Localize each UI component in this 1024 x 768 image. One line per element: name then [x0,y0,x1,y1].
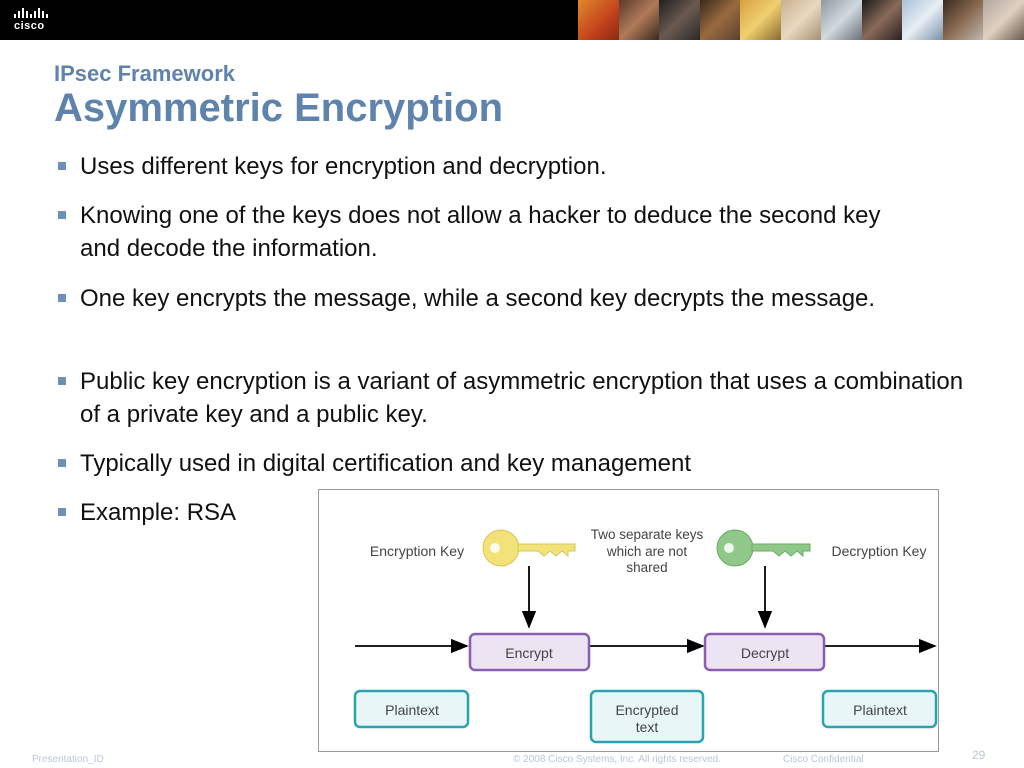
cisco-logo-text: cisco [14,20,45,32]
slide-title: Asymmetric Encryption [54,86,504,130]
encrypted-text-line-1: Encrypted [615,702,678,718]
encrypt-box: Encrypt [468,632,591,672]
header-photo [740,0,781,40]
header-photo [699,0,741,40]
header-photo [578,0,619,40]
plaintext-output-label: Plaintext [853,702,907,718]
header-photo [780,0,822,40]
square-bullet-icon [58,162,66,170]
header-photo [902,0,943,40]
encrypt-label: Encrypt [505,645,553,661]
bullet-item: One key encrypts the message, while a se… [56,282,910,315]
header-photo [942,0,984,40]
bullet-item: Uses different keys for encryption and d… [56,150,607,183]
bullet-item: Public key encryption is a variant of as… [56,365,980,431]
footer-presentation-id: Presentation_ID [32,754,104,765]
slide-subtitle: IPsec Framework [54,61,235,86]
square-bullet-icon [58,508,66,516]
square-bullet-icon [58,294,66,302]
bullet-text: Knowing one of the keys does not allow a… [80,202,881,262]
encryption-key-label: Encryption Key [370,543,464,559]
page-number: 29 [972,748,986,762]
plaintext-output-box: Plaintext [821,689,938,729]
bullet-text: One key encrypts the message, while a se… [80,285,876,312]
key-note-line-2: which are not [606,544,688,559]
key-note-line-3: shared [626,560,667,575]
header-bar: cisco [0,0,1024,40]
square-bullet-icon [58,459,66,467]
encryption-key-icon [482,529,576,567]
header-photo [618,0,660,40]
bullet-item: Example: RSA [56,496,236,529]
square-bullet-icon [58,377,66,385]
footer-copyright: © 2008 Cisco Systems, Inc. All rights re… [513,754,722,765]
decrypt-label: Decrypt [741,645,789,661]
asymmetric-encryption-diagram: Encryption Key Decryption Key Two separa… [318,489,939,752]
header-photo-strip [578,0,1024,40]
header-photo [861,0,903,40]
plaintext-input-box: Plaintext [353,689,470,729]
diagram-canvas: Encryption Key Decryption Key Two separa… [353,527,938,744]
bullet-item: Knowing one of the keys does not allow a… [56,199,900,265]
bullet-item: Typically used in digital certification … [56,447,691,480]
decryption-key-icon [716,529,811,567]
header-photo [821,0,862,40]
key-note-line-1: Two separate keys [591,527,704,542]
footer-confidential: Cisco Confidential [783,754,864,765]
encrypted-text-line-2: text [636,719,659,735]
bullet-text: Typically used in digital certification … [80,450,691,477]
bullet-text: Example: RSA [80,499,237,526]
header-photo [659,0,700,40]
header-photo [983,0,1024,40]
bullet-text: Public key encryption is a variant of as… [80,368,964,428]
plaintext-input-label: Plaintext [385,702,439,718]
square-bullet-icon [58,211,66,219]
decryption-key-label: Decryption Key [832,543,927,559]
encrypted-text-box: Encrypted text [589,689,705,744]
bullet-text: Uses different keys for encryption and d… [80,153,607,180]
decrypt-box: Decrypt [703,632,826,672]
cisco-logo [14,8,48,18]
